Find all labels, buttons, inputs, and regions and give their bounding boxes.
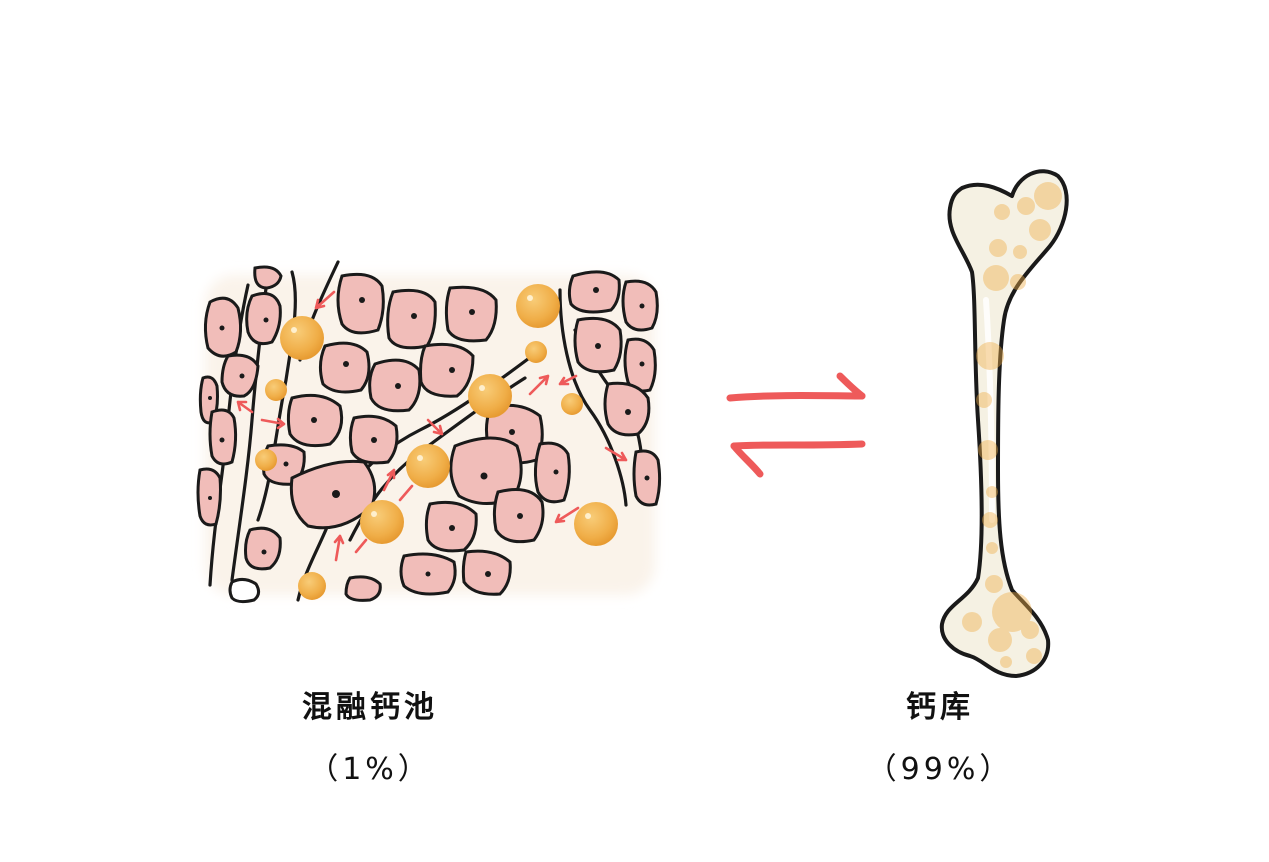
bone-illustration (939, 169, 1069, 678)
calcium-ball (255, 449, 277, 471)
calcium-ball (280, 316, 324, 360)
bone-shape (939, 169, 1069, 678)
tissue-cells (196, 265, 662, 604)
calcium-ball (468, 374, 512, 418)
diffusion-arrows (236, 290, 628, 562)
cell (419, 342, 475, 398)
cell (533, 441, 571, 504)
cell (368, 358, 422, 413)
calcium-ball (561, 393, 583, 415)
cell (344, 575, 382, 602)
calcium-ball (525, 341, 547, 363)
cell (386, 288, 437, 350)
calcium-ball (406, 444, 450, 488)
cell (228, 577, 261, 604)
calcium-ball (360, 500, 404, 544)
calcium-ball (265, 379, 287, 401)
cell (336, 272, 385, 335)
cell (245, 292, 282, 346)
mixed-calcium-pool-percent: （1%） (308, 752, 432, 787)
calcium-ball (298, 572, 326, 600)
calcium-store-percent: （99%） (866, 752, 1014, 787)
tissue-illustration (196, 260, 662, 604)
cell (244, 526, 282, 571)
bone-shine (983, 297, 995, 523)
cell (603, 381, 651, 437)
calcium-store-caption: 钙库 （99%） (860, 688, 1020, 790)
bone-calcium-spots (962, 182, 1062, 668)
calcium-highlights (291, 295, 591, 519)
equilibrium-arrows-icon (726, 372, 866, 478)
calcium-store-label: 钙库 (906, 690, 974, 725)
calcium-ball (516, 284, 560, 328)
cell (318, 341, 371, 394)
calcium-balls (255, 284, 618, 600)
cell (253, 265, 283, 290)
cell-nuclei (208, 287, 650, 577)
cell (208, 408, 238, 466)
mixed-calcium-pool-label: 混融钙池 (302, 690, 438, 725)
calcium-ball (574, 502, 618, 546)
mixed-calcium-pool-caption: 混融钙池 （1%） (265, 688, 475, 790)
